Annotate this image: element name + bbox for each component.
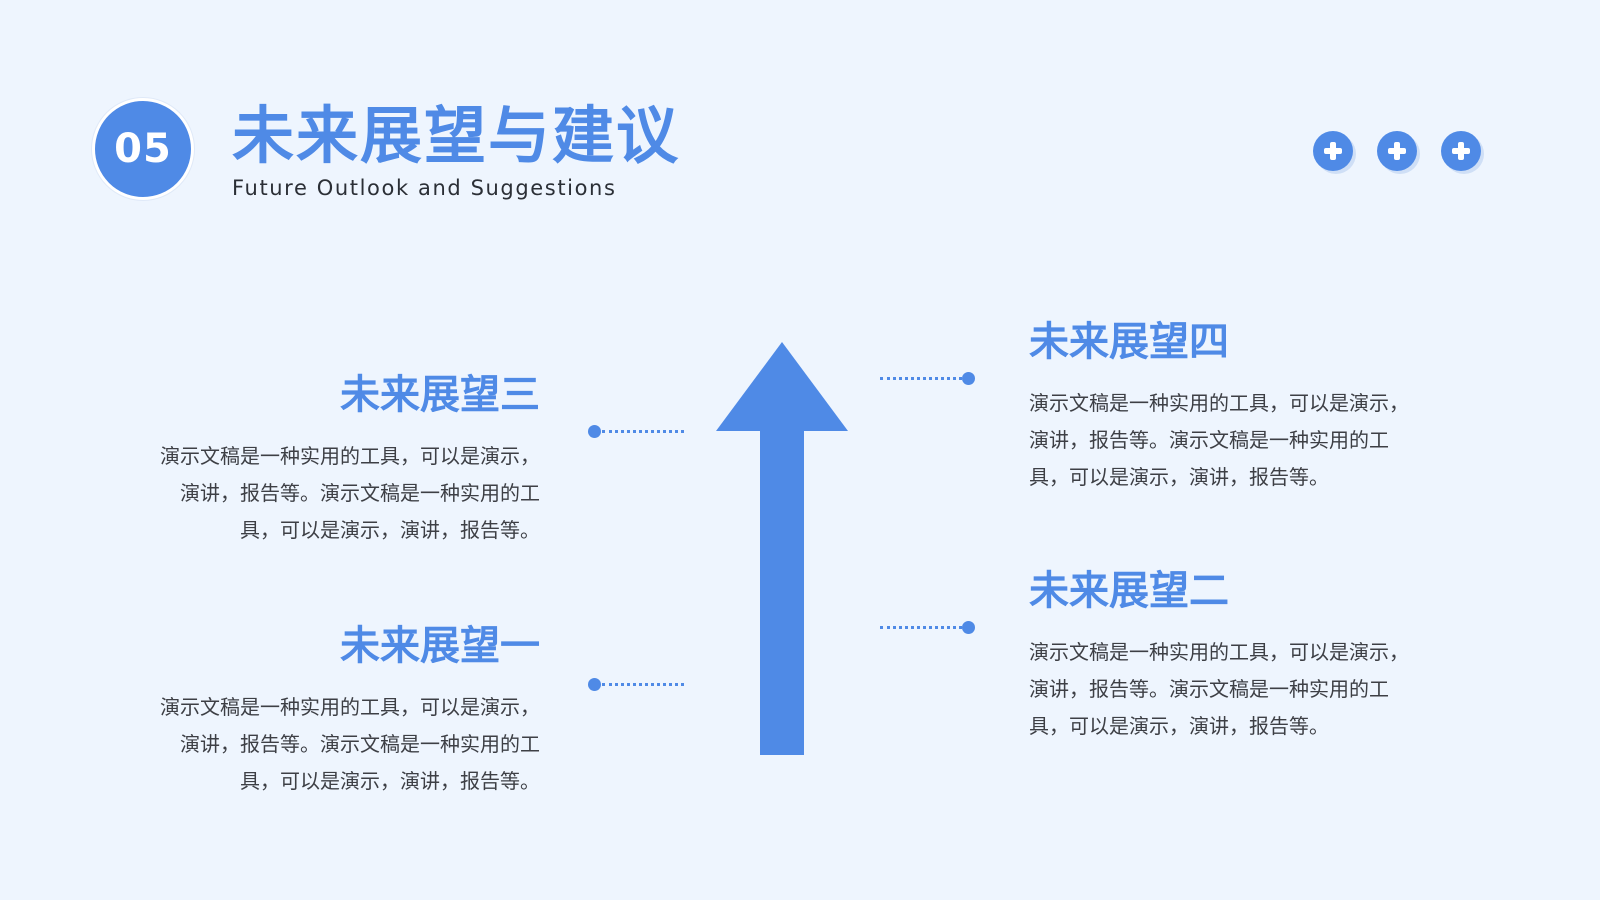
item-text-two: 演示文稿是一种实用的工具，可以是演示， 演讲，报告等。演示文稿是一种实用的工 具… [1029,640,1409,738]
item-text-one: 演示文稿是一种实用的工具，可以是演示， 演讲，报告等。演示文稿是一种实用的工 具… [160,695,540,793]
item-heading-two: 未来展望二 [1029,568,1229,614]
connector-line [602,430,684,433]
plus-icon [1377,131,1417,171]
connector-dot [962,621,975,634]
page-title: 未来展望与建议 [232,99,681,172]
connector-dot [588,678,601,691]
item-heading-one: 未来展望一 [340,623,540,669]
connector-dot [588,425,601,438]
connector-line [880,377,962,380]
item-heading-three: 未来展望三 [340,372,540,418]
plus-icon [1313,131,1353,171]
connector-dot [962,372,975,385]
up-arrow-graphic [716,342,848,755]
item-text-four: 演示文稿是一种实用的工具，可以是演示， 演讲，报告等。演示文稿是一种实用的工 具… [1029,391,1409,489]
connector-line [602,683,684,686]
plus-icon [1441,131,1481,171]
connector-line [880,626,962,629]
item-text-three: 演示文稿是一种实用的工具，可以是演示， 演讲，报告等。演示文稿是一种实用的工 具… [160,444,540,542]
item-heading-four: 未来展望四 [1029,319,1229,365]
page-subtitle: Future Outlook and Suggestions [232,176,617,200]
section-number-badge: 05 [92,98,194,200]
